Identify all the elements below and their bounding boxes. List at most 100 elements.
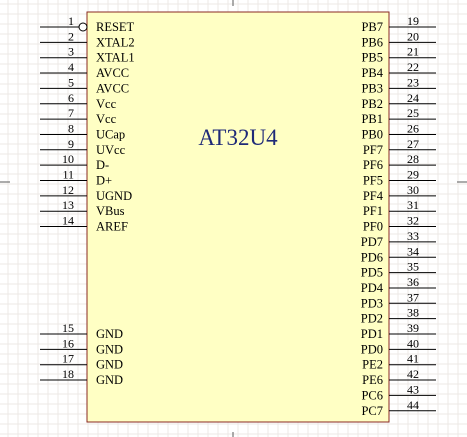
pin-number: 43 — [407, 382, 419, 396]
pin-number: 25 — [407, 106, 419, 120]
pin-number: 2 — [68, 29, 74, 43]
pin-44[interactable]: 44 PC7 — [361, 398, 436, 418]
pin-number: 17 — [62, 352, 74, 366]
pin-number: 29 — [407, 168, 419, 182]
pin-name: PD6 — [361, 250, 383, 264]
pin-7[interactable]: 7 Vcc — [40, 106, 117, 126]
pin-name: UVcc — [96, 143, 126, 157]
pin-17[interactable]: 17 GND — [40, 352, 123, 372]
pin-number: 37 — [407, 290, 419, 304]
pin-name: PB1 — [361, 112, 383, 126]
pin-number: 32 — [407, 214, 419, 228]
inversion-bubble-icon — [78, 22, 88, 32]
pin-number: 15 — [62, 321, 74, 335]
pin-number: 38 — [407, 306, 419, 320]
pin-name: PB5 — [361, 51, 383, 65]
pin-name: PC7 — [361, 404, 383, 418]
pin-number: 22 — [407, 60, 419, 74]
pin-22[interactable]: 22 PB4 — [361, 60, 436, 80]
pin-number: 4 — [68, 60, 74, 74]
pin-16[interactable]: 16 GND — [40, 336, 123, 356]
pin-number: 3 — [68, 45, 74, 59]
pin-32[interactable]: 32 PF0 — [363, 214, 436, 234]
pin-number: 30 — [407, 183, 419, 197]
pin-number: 18 — [62, 367, 74, 381]
component-body[interactable] — [86, 11, 390, 423]
pin-number: 36 — [407, 275, 419, 289]
pin-name: PD1 — [361, 327, 383, 341]
pin-9[interactable]: 9 UVcc — [40, 137, 126, 157]
pin-name: PB7 — [361, 20, 383, 34]
pin-name: PB0 — [361, 127, 383, 141]
pin-number: 44 — [407, 398, 419, 412]
pin-name: PF1 — [363, 204, 383, 218]
pin-25[interactable]: 25 PB1 — [361, 106, 436, 126]
pin-name: PB3 — [361, 81, 383, 95]
pin-number: 42 — [407, 367, 419, 381]
pin-number: 35 — [407, 260, 419, 274]
pin-number: 1 — [68, 14, 74, 28]
pin-number: 16 — [62, 336, 74, 350]
pin-number: 9 — [68, 137, 74, 151]
pin-number: 11 — [62, 168, 74, 182]
pin-20[interactable]: 20 PB6 — [361, 29, 436, 49]
pin-name: GND — [96, 358, 123, 372]
pin-name: Vcc — [96, 112, 117, 126]
pin-name: XTAL1 — [96, 51, 135, 65]
pin-11[interactable]: 11 D+ — [40, 168, 112, 188]
pin-name: PF0 — [363, 220, 383, 234]
pin-31[interactable]: 31 PF1 — [363, 198, 436, 218]
pin-number: 31 — [407, 198, 419, 212]
component-name: AT32U4 — [198, 125, 278, 150]
pin-number: 41 — [407, 352, 419, 366]
pin-number: 26 — [407, 121, 419, 135]
pin-name: D+ — [96, 174, 112, 188]
pin-name: D- — [96, 158, 109, 172]
pin-name: GND — [96, 342, 123, 356]
pin-name: PB4 — [361, 66, 383, 80]
pin-name: PF6 — [363, 158, 383, 172]
pin-26[interactable]: 26 PB0 — [361, 121, 436, 141]
pin-2[interactable]: 2 XTAL2 — [40, 29, 135, 49]
pin-3[interactable]: 3 XTAL1 — [40, 45, 135, 65]
pin-number: 40 — [407, 336, 419, 350]
pin-number: 27 — [407, 137, 419, 151]
pin-number: 7 — [68, 106, 74, 120]
pin-number: 8 — [68, 121, 74, 135]
pin-name: PB6 — [361, 35, 383, 49]
pin-name: XTAL2 — [96, 35, 135, 49]
pin-number: 20 — [407, 29, 419, 43]
pin-name: AVCC — [96, 81, 129, 95]
